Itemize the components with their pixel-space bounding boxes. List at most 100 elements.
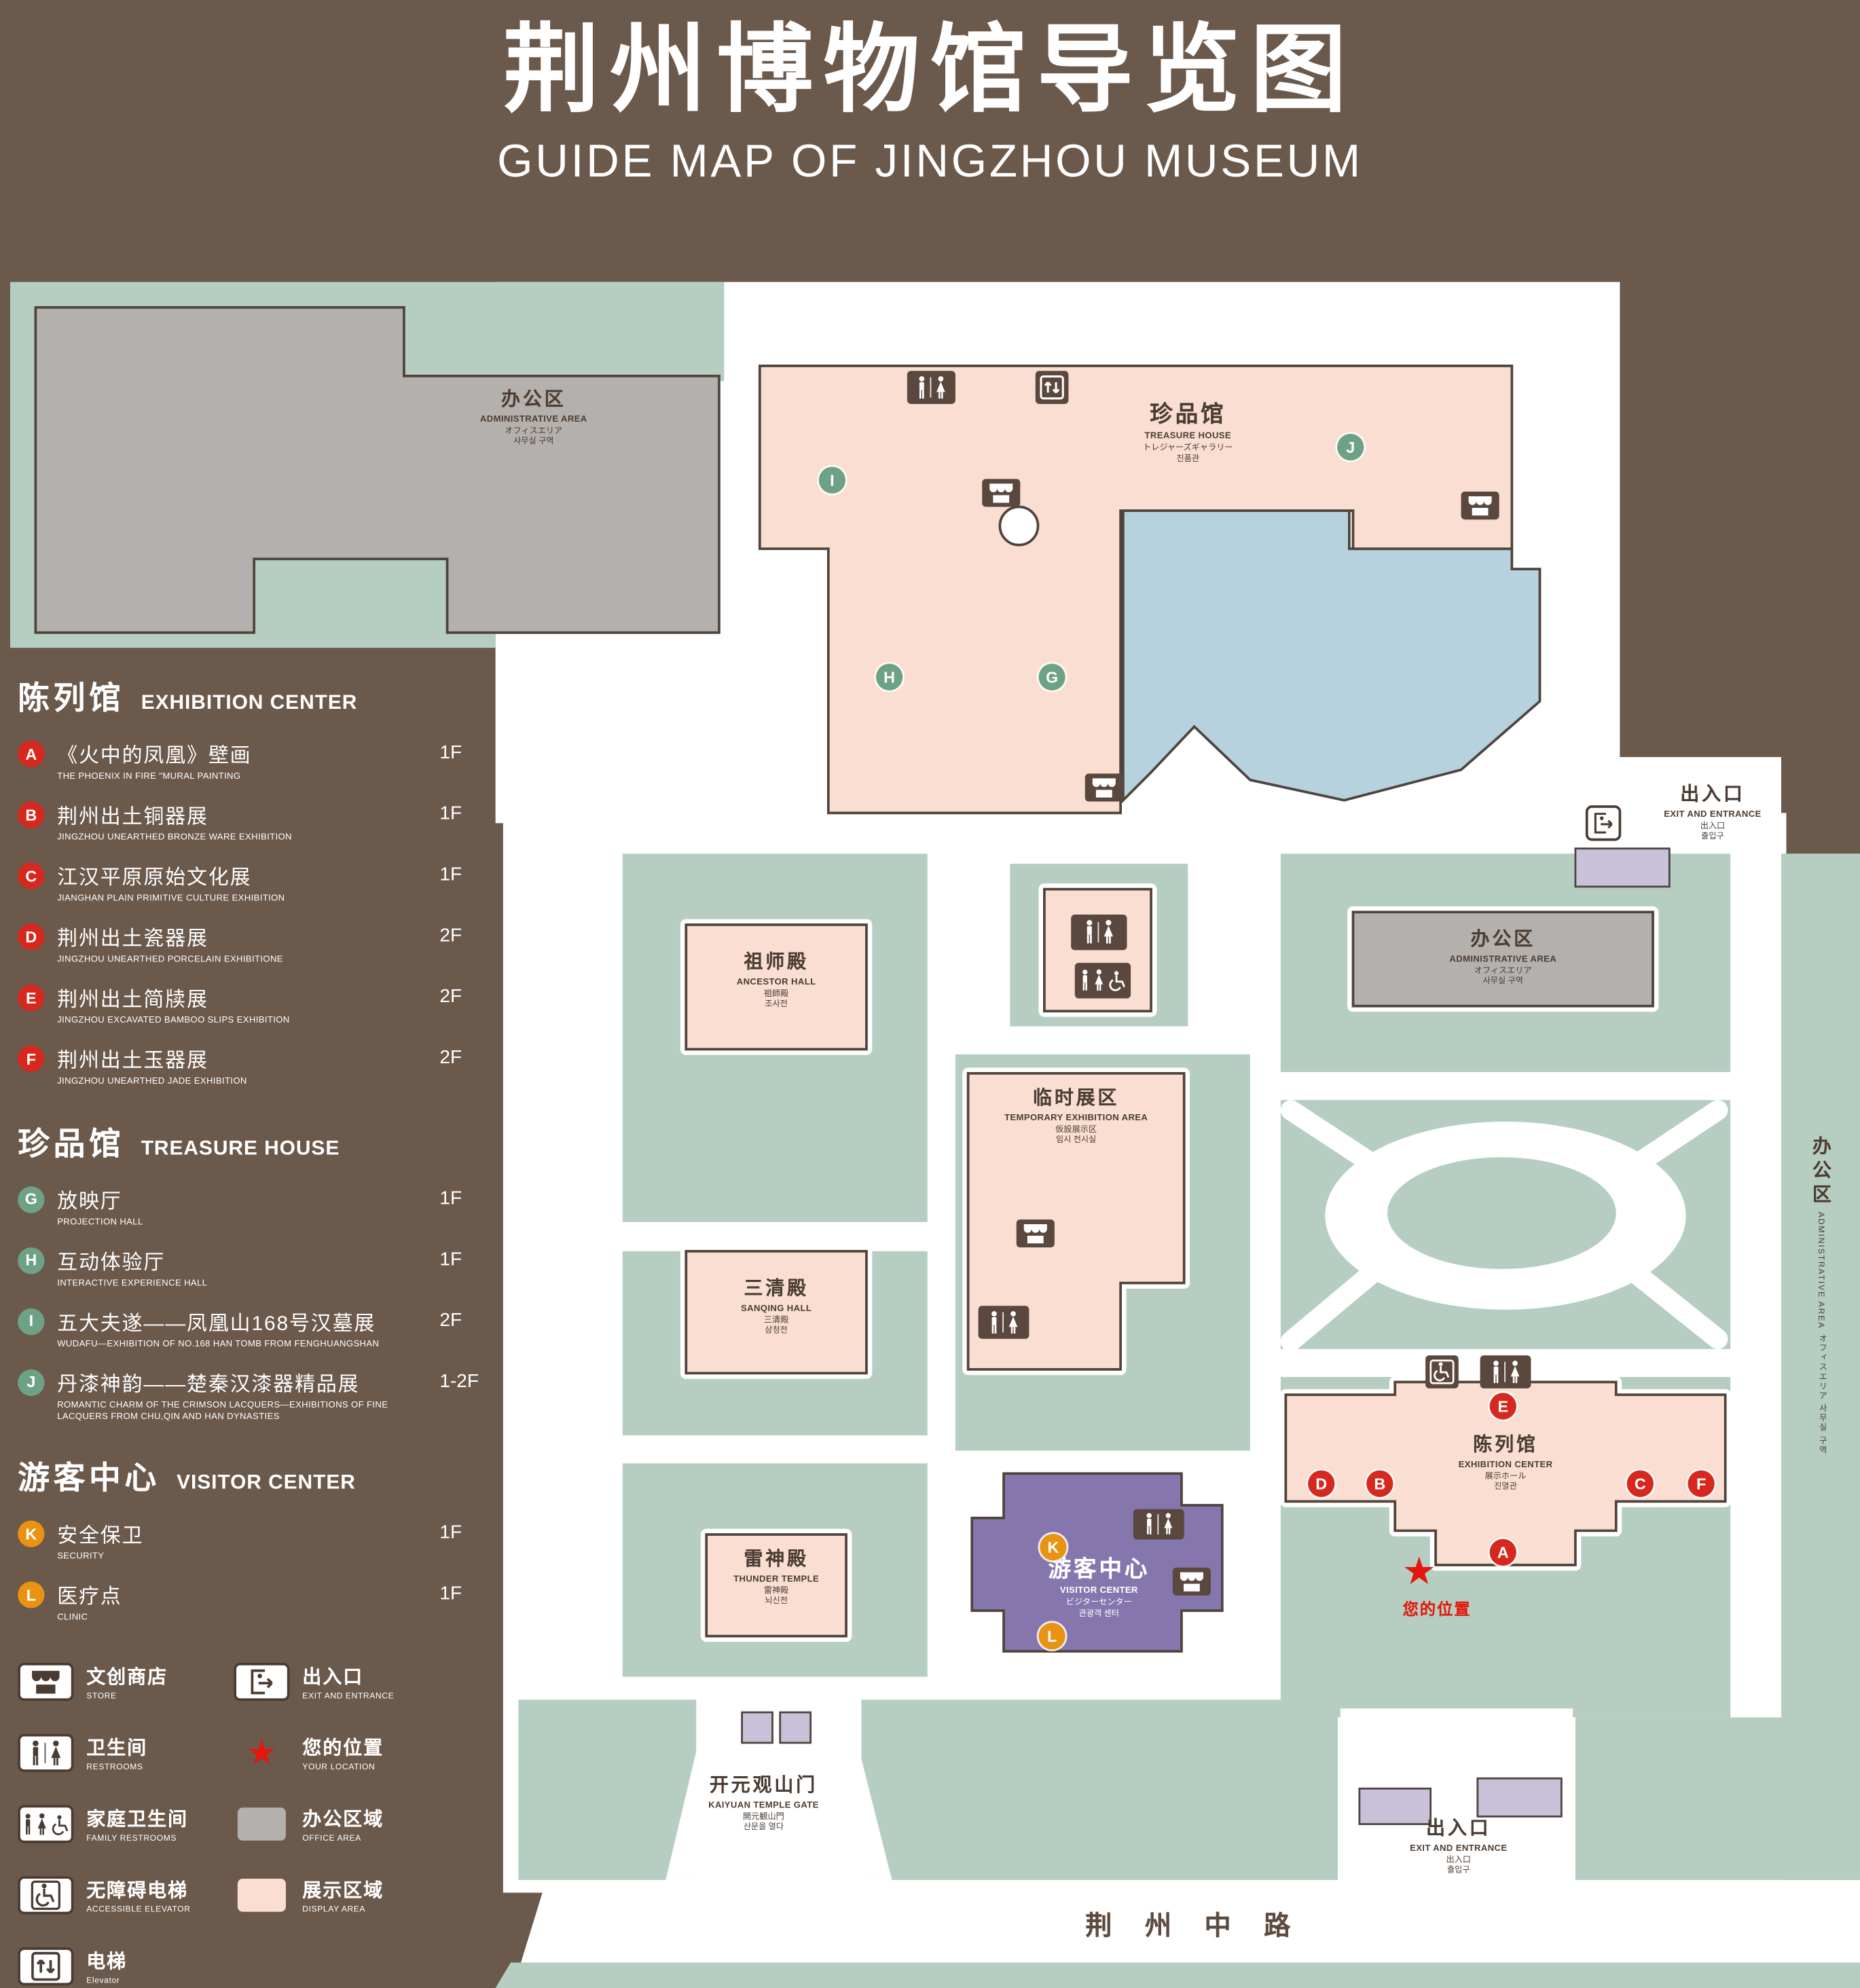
exit-bottom-structure-1 [1358, 1787, 1432, 1826]
marker-badge-k: K [18, 1520, 45, 1547]
map-marker-l: L [1038, 1623, 1065, 1650]
accessible-elevator-icon [1425, 1355, 1459, 1388]
floor-label: 1F [439, 803, 462, 825]
legend-symbol-store: 文创商店 STORE [18, 1662, 234, 1703]
building-temporary-exhibition [966, 1072, 1186, 1371]
map-marker-c: C [1626, 1470, 1654, 1497]
label-treasure-house: 珍品馆 TREASURE HOUSE トレジャーズギャラリー 진품관 [1143, 401, 1233, 464]
map-marker-g: G [1038, 663, 1065, 691]
label-kaiyuan-gate: 开元观山门 KAIYUAN TEMPLE GATE 開元観山門 산문을 열다 [708, 1774, 819, 1832]
legend-item-h: H 互动体验厅 INTERACTIVE EXPERIENCE HALL 1F [18, 1245, 495, 1289]
gate-structure-1 [741, 1711, 773, 1744]
map-marker-h: H [875, 663, 903, 691]
legend-section-visitor-center: 游客中心 VISITOR CENTER [18, 1460, 356, 1496]
restrooms-icon [1133, 1509, 1184, 1540]
restrooms-icon [18, 1734, 74, 1773]
display-area-swatch [237, 1879, 286, 1913]
garden-paths [1280, 1100, 1728, 1352]
label-thunder-temple: 雷神殿 THUNDER TEMPLE 雷神殿 뇌신전 [733, 1548, 820, 1606]
legend-item-c: C 江汉平原原始文化展 JIANGHAN PLAIN PRIMITIVE CUL… [18, 860, 495, 905]
label-ancestor-hall: 祖师殿 ANCESTOR HALL 祖師殿 조사전 [736, 951, 816, 1009]
store-icon [1461, 492, 1499, 520]
legend-item-f: F 荆州出土玉器展 JINGZHOU UNEARTHED JADE EXHIBI… [18, 1044, 495, 1088]
legend-symbol-display-area: 展示区域 DISPLAY AREA [234, 1875, 495, 1916]
marker-badge-i: I [18, 1308, 45, 1335]
header: 荆州博物馆导览图 GUIDE MAP OF JINGZHOU MUSEUM [0, 18, 1860, 187]
exit-right-structure [1574, 847, 1671, 888]
store-icon [1084, 773, 1123, 802]
floor-label: 1-2F [439, 1370, 479, 1393]
building-ancestor-hall [685, 923, 868, 1051]
label-admin-mid: 办公区 ADMINISTRATIVE AREA オフィスエリア 사무실 구역 [1449, 928, 1557, 986]
legend-item-i: I 五大夫遂——凤凰山168号汉墓展 WUDAFU—EXHIBITION OF … [18, 1306, 495, 1350]
display-buildings [685, 364, 1727, 1638]
label-exit-right: 出入口 EXIT AND ENTRANCE 出入口 출입구 [1664, 784, 1762, 841]
legend-section-exhibition-center: 陈列馆 EXHIBITION CENTER [18, 680, 358, 717]
your-location-star-icon: ★ [1402, 1551, 1436, 1594]
your-location-star-icon: ★ [246, 1733, 278, 1772]
legend-symbol-elevator: 电梯 Elevator [18, 1947, 234, 1987]
page-subtitle: GUIDE MAP OF JINGZHOU MUSEUM [497, 134, 1363, 187]
floor-label: 2F [439, 1047, 462, 1069]
floor-label: 2F [439, 925, 462, 947]
office-buildings [34, 306, 1654, 1008]
family-restroom-icon [18, 1805, 74, 1844]
legend-panel: 陈列馆 EXHIBITION CENTER A 《火中的凤凰》壁画 THE PH… [18, 674, 495, 1987]
legend-item-d: D 荆州出土瓷器展 JINGZHOU UNEARTHED PORCELAIN E… [18, 921, 495, 966]
marker-badge-c: C [18, 862, 45, 889]
marker-badge-a: A [18, 740, 45, 768]
exit-bottom-structure-2 [1476, 1777, 1563, 1818]
map-marker-a: A [1489, 1539, 1516, 1566]
store-icon [18, 1663, 74, 1701]
store-icon [1172, 1567, 1211, 1596]
legend-item-l: L 医疗点 CLINIC 1F [18, 1579, 495, 1624]
marker-badge-g: G [18, 1185, 45, 1213]
restrooms-icon [978, 1306, 1029, 1339]
restrooms-icon [1480, 1355, 1531, 1388]
round-pavilion [998, 505, 1040, 547]
floor-label: 1F [439, 1583, 462, 1605]
floor-label: 1F [439, 1522, 462, 1544]
legend-symbol-restrooms: 卫生间 RESTROOMS [18, 1733, 234, 1773]
office-area-swatch [237, 1807, 286, 1841]
restrooms-icon [907, 371, 955, 404]
map-marker-f: F [1688, 1470, 1715, 1497]
floor-label: 1F [439, 741, 462, 764]
legend-item-g: G 放映厅 PROJECTION HALL 1F [18, 1183, 495, 1228]
building-admin-top [34, 306, 721, 634]
label-admin-right: 办公区 ADMINISTRATIVE AREA オフィスエリア 사무실 구역 [1810, 1136, 1831, 1456]
building-exhibition-center [1284, 1380, 1727, 1566]
map-marker-b: B [1366, 1470, 1393, 1497]
marker-badge-d: D [18, 923, 45, 951]
legend-item-k: K 安全保卫 SECURITY 1F [18, 1518, 495, 1563]
restrooms-icon [1071, 915, 1127, 951]
accessible-elevator-icon [18, 1876, 74, 1915]
map-marker-k: K [1040, 1534, 1067, 1561]
marker-badge-l: L [18, 1581, 45, 1608]
legend-symbol-accessible-elevator: 无障碍电梯 ACCESSIBLE ELEVATOR [18, 1875, 234, 1916]
exit-icon [1585, 805, 1622, 841]
marker-badge-h: H [18, 1247, 45, 1274]
map-marker-j: J [1337, 433, 1364, 461]
legend-item-b: B 荆州出土铜器展 JINGZHOU UNEARTHED BRONZE WARE… [18, 799, 495, 844]
marker-badge-j: J [18, 1369, 45, 1396]
label-exit-bottom: 出入口 EXIT AND ENTRANCE 出入口 출입구 [1410, 1818, 1508, 1875]
building-admin-mid [1351, 910, 1654, 1008]
label-admin-top: 办公区 ADMINISTRATIVE AREA オフィスエリア 사무실 구역 [479, 388, 587, 446]
floor-label: 2F [439, 1309, 462, 1331]
entrance-structures [741, 847, 1671, 1826]
floor-label: 2F [439, 986, 462, 1008]
legend-item-a: A 《火中的凤凰》壁画 THE PHOENIX IN FIRE "MURAL P… [18, 738, 495, 783]
building-thunder-temple [705, 1533, 847, 1638]
building-treasure-house [758, 364, 1514, 815]
store-icon [1016, 1219, 1055, 1248]
your-location-text: 您的位置 [1402, 1600, 1472, 1619]
label-temporary-exhibition: 临时展区 TEMPORARY EXHIBITION AREA 仮設展示区 임시 … [1004, 1087, 1148, 1145]
floor-label: 1F [439, 864, 462, 886]
marker-badge-f: F [18, 1046, 45, 1073]
legend-item-e: E 荆州出土简牍展 JINGZHOU EXCAVATED BAMBOO SLIP… [18, 982, 495, 1027]
map-marker-e: E [1489, 1393, 1516, 1420]
gate-structure-2 [779, 1711, 812, 1744]
store-icon [982, 479, 1021, 507]
